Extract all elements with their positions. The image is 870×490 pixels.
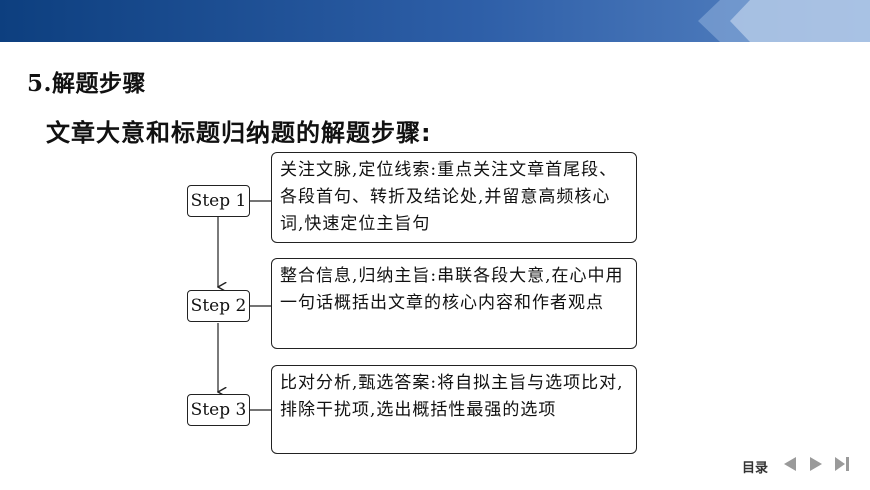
- banner-decoration: [698, 0, 870, 42]
- toc-link[interactable]: 目录: [741, 460, 768, 476]
- step-1-box: Step 1: [187, 185, 250, 217]
- top-banner: [0, 0, 870, 42]
- page-subtitle: 文章大意和标题归纳题的解题步骤:: [46, 119, 432, 147]
- triangle-right-icon[interactable]: [808, 456, 824, 476]
- step-3-description: 比对分析,甄选答案:将自拟主旨与选项比对,排除干扰项,选出概括性最强的选项: [271, 365, 637, 454]
- section-title: 5.解题步骤: [27, 70, 147, 97]
- slide-navigation: 目录: [742, 456, 850, 476]
- triangle-left-icon[interactable]: [782, 456, 798, 476]
- step-2-box: Step 2: [187, 290, 250, 322]
- step-2-description: 整合信息,归纳主旨:串联各段大意,在心中用一句话概括出文章的核心内容和作者观点: [271, 258, 637, 349]
- step-3-box: Step 3: [187, 394, 250, 426]
- step-1-description: 关注文脉,定位线索:重点关注文章首尾段、各段首句、转折及结论处,并留意高频核心词…: [271, 152, 637, 243]
- skip-to-end-icon[interactable]: [834, 456, 850, 476]
